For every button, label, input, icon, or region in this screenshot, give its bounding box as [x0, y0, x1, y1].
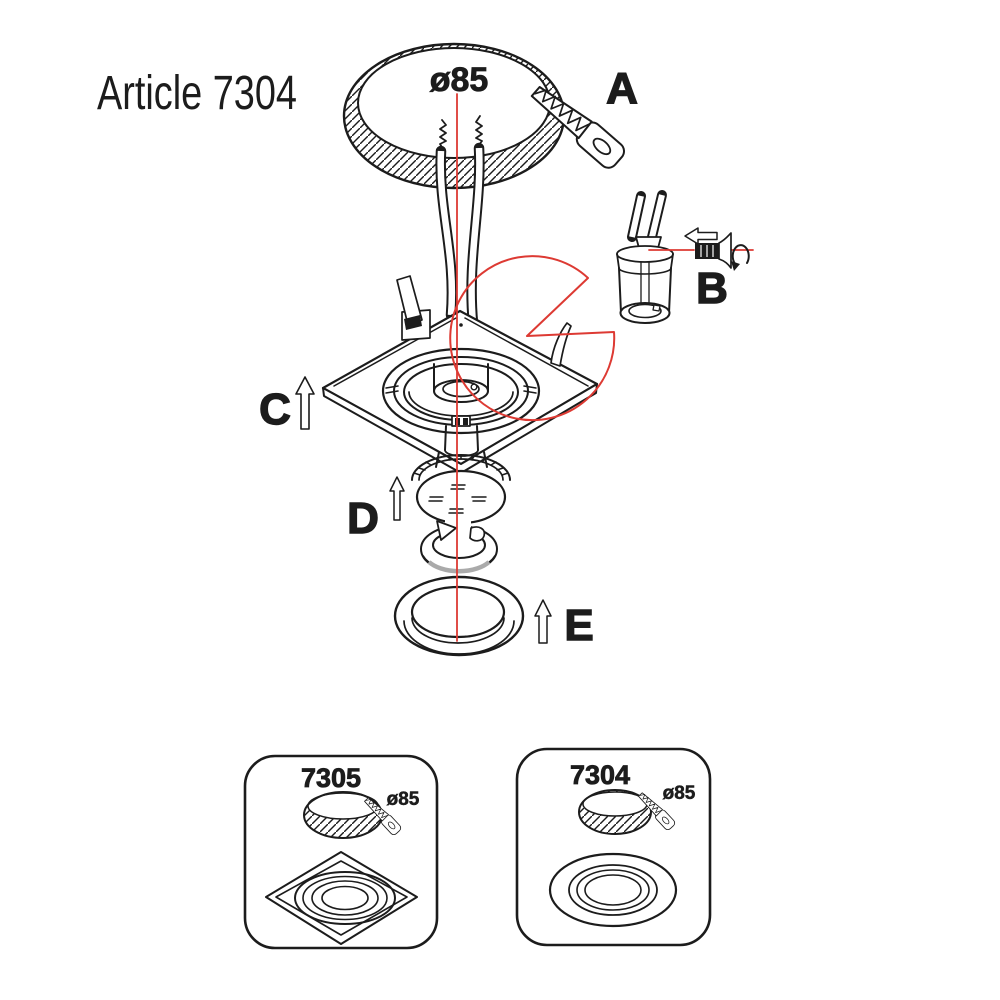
- screw-head-icon: [718, 232, 732, 269]
- card-model-label: 7305: [301, 763, 361, 793]
- supply-wires: [435, 115, 485, 329]
- detail-callout-b: [449, 190, 754, 422]
- card-hole-cutout: [303, 791, 383, 839]
- hole-diameter-label: ø85: [430, 61, 489, 99]
- step-label-e: E: [564, 601, 593, 650]
- callout-leader: [449, 255, 616, 422]
- left-arrow-icon: [684, 227, 718, 245]
- card-round-trim: [548, 852, 678, 928]
- card-hole-diameter-label: ø85: [663, 783, 696, 804]
- lamp-ridges: [413, 454, 509, 476]
- step-label-a: A: [606, 64, 638, 113]
- gimbal-ring-outer: [381, 347, 541, 435]
- card-square-frame: [265, 851, 418, 945]
- variant-card-7305: 7305 ø85: [243, 754, 439, 950]
- spring-clip-left: [396, 275, 431, 341]
- hatched-cut-edge: [344, 44, 564, 188]
- rotate-arrow-icon: [436, 520, 457, 541]
- wire-tip-icon: [475, 115, 483, 147]
- up-arrow-icon-c: [295, 376, 315, 430]
- screw-icon: [695, 232, 732, 269]
- lamp-socket: [616, 236, 674, 324]
- card-hole-diameter-label: ø85: [387, 789, 420, 810]
- card-model-label: 7304: [570, 760, 630, 790]
- step-label-c: C: [259, 385, 291, 434]
- twist-lock-ring: [420, 518, 499, 574]
- up-arrow-icon-d: [389, 476, 405, 521]
- step-label-b: B: [696, 264, 728, 313]
- step-label-d: D: [347, 494, 379, 543]
- mounting-frame: [321, 309, 599, 474]
- up-arrow-icon-e: [534, 599, 552, 644]
- trim-ring: [393, 575, 525, 657]
- pivot-bracket: [451, 415, 471, 427]
- spring-clip-right: [550, 322, 572, 367]
- pivot-marks: [385, 385, 537, 394]
- wire-tip-icon: [439, 119, 447, 150]
- page-title: Article 7304: [97, 67, 297, 120]
- variant-card-7304: 7304 ø85: [515, 747, 712, 947]
- rotation-arrow-icon: [731, 244, 750, 271]
- callout-wires: [627, 190, 667, 242]
